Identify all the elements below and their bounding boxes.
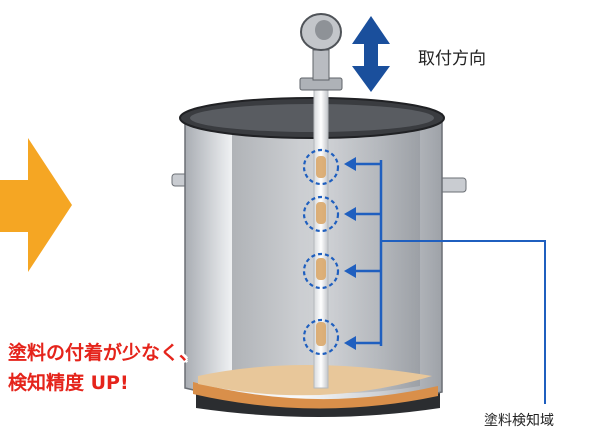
paint-layer-edge xyxy=(193,382,438,409)
tank-opening xyxy=(190,104,434,132)
sensor-neck xyxy=(312,49,330,81)
detection-area-label: 塗料検知域 xyxy=(484,413,554,429)
detection-points xyxy=(302,148,340,356)
dashed-circle-icon xyxy=(302,318,340,356)
up-down-arrow-icon xyxy=(352,16,390,92)
dashed-circle-icon xyxy=(302,195,340,233)
callout-line-1: 塗料の付着が少なく、 xyxy=(8,342,199,364)
mounting-direction-label: 取付方向 xyxy=(418,49,486,69)
flow-arrow-icon xyxy=(0,138,72,272)
dashed-circle-icon xyxy=(302,252,340,290)
callout-line-2: 検知精度 UP! xyxy=(8,372,129,394)
level-sensor xyxy=(299,13,343,389)
dashed-circle-icon xyxy=(302,148,340,186)
leader-line xyxy=(381,240,546,404)
detection-arrows xyxy=(344,157,383,350)
sensor-head-face xyxy=(315,20,333,40)
